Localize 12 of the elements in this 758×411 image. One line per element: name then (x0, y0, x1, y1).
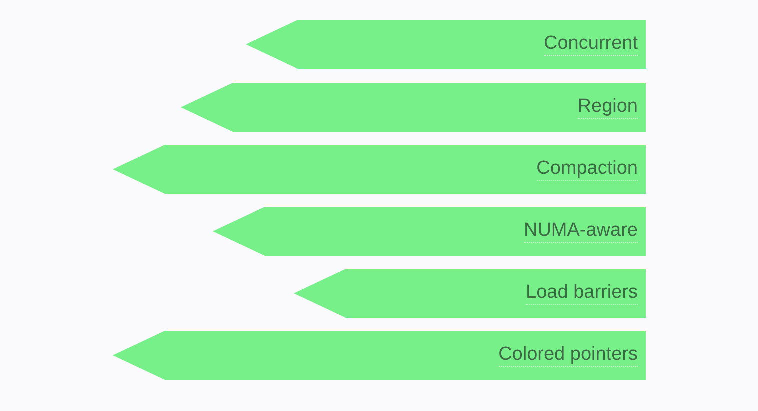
arrow-shape (294, 269, 646, 318)
arrow-label: Load barriers (526, 282, 638, 305)
arrow-shape (181, 83, 646, 132)
arrow-shape (113, 331, 646, 380)
arrow-shape (246, 20, 646, 69)
arrow-label: Colored pointers (498, 344, 638, 367)
arrow-shape (113, 145, 646, 194)
arrow-shape (213, 207, 646, 256)
arrow-label: Region (578, 96, 638, 119)
arrow-label: Concurrent (544, 33, 638, 56)
arrow-label: Compaction (536, 158, 638, 181)
arrow-label: NUMA-aware (524, 220, 638, 243)
